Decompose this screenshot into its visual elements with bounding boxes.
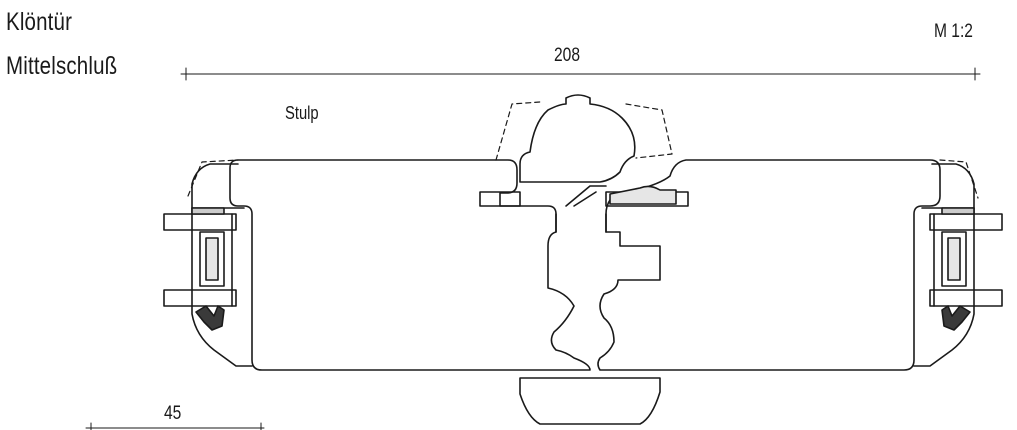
left-frame-body [191, 207, 253, 367]
left-door-leaf [229, 159, 591, 371]
overall-width-dimension-label: 208 [554, 45, 580, 66]
right-glazing-gasket-inner [947, 237, 961, 281]
right-frame-dashed [939, 159, 979, 199]
right-frame-bottom-bar [929, 289, 1003, 307]
left-frame-bottom-bar [163, 289, 237, 307]
drawing-title-line2: Mittelschluß [6, 52, 118, 80]
left-frame-top-bar [163, 213, 237, 231]
right-top-gasket-strip [941, 207, 975, 215]
left-glazing-gasket-inner [205, 237, 219, 281]
scale-label: M 1:2 [934, 21, 973, 42]
center-gasket [609, 185, 677, 205]
bottom-handle [519, 377, 661, 425]
left-top-gasket-strip [191, 207, 225, 215]
overall-dimension-line [180, 67, 981, 81]
stulp-label: Stulp [285, 103, 319, 123]
center-diagonal [565, 185, 607, 207]
stulp-profile-dashed [495, 101, 673, 161]
right-frame-top-bar [929, 213, 1003, 231]
right-door-leaf [597, 159, 941, 371]
scale-bar [85, 422, 265, 430]
drawing-title-line1: Klöntür [6, 8, 73, 36]
right-frame-profile [921, 163, 975, 209]
center-interlock-line [555, 213, 607, 233]
left-seal [195, 305, 225, 331]
left-rebate-plate [479, 191, 521, 207]
stulp-profile [519, 94, 636, 183]
right-frame-body [913, 207, 975, 367]
left-frame-profile [191, 163, 245, 209]
scale-bar-dimension-label: 45 [164, 403, 182, 424]
right-seal [941, 305, 971, 331]
